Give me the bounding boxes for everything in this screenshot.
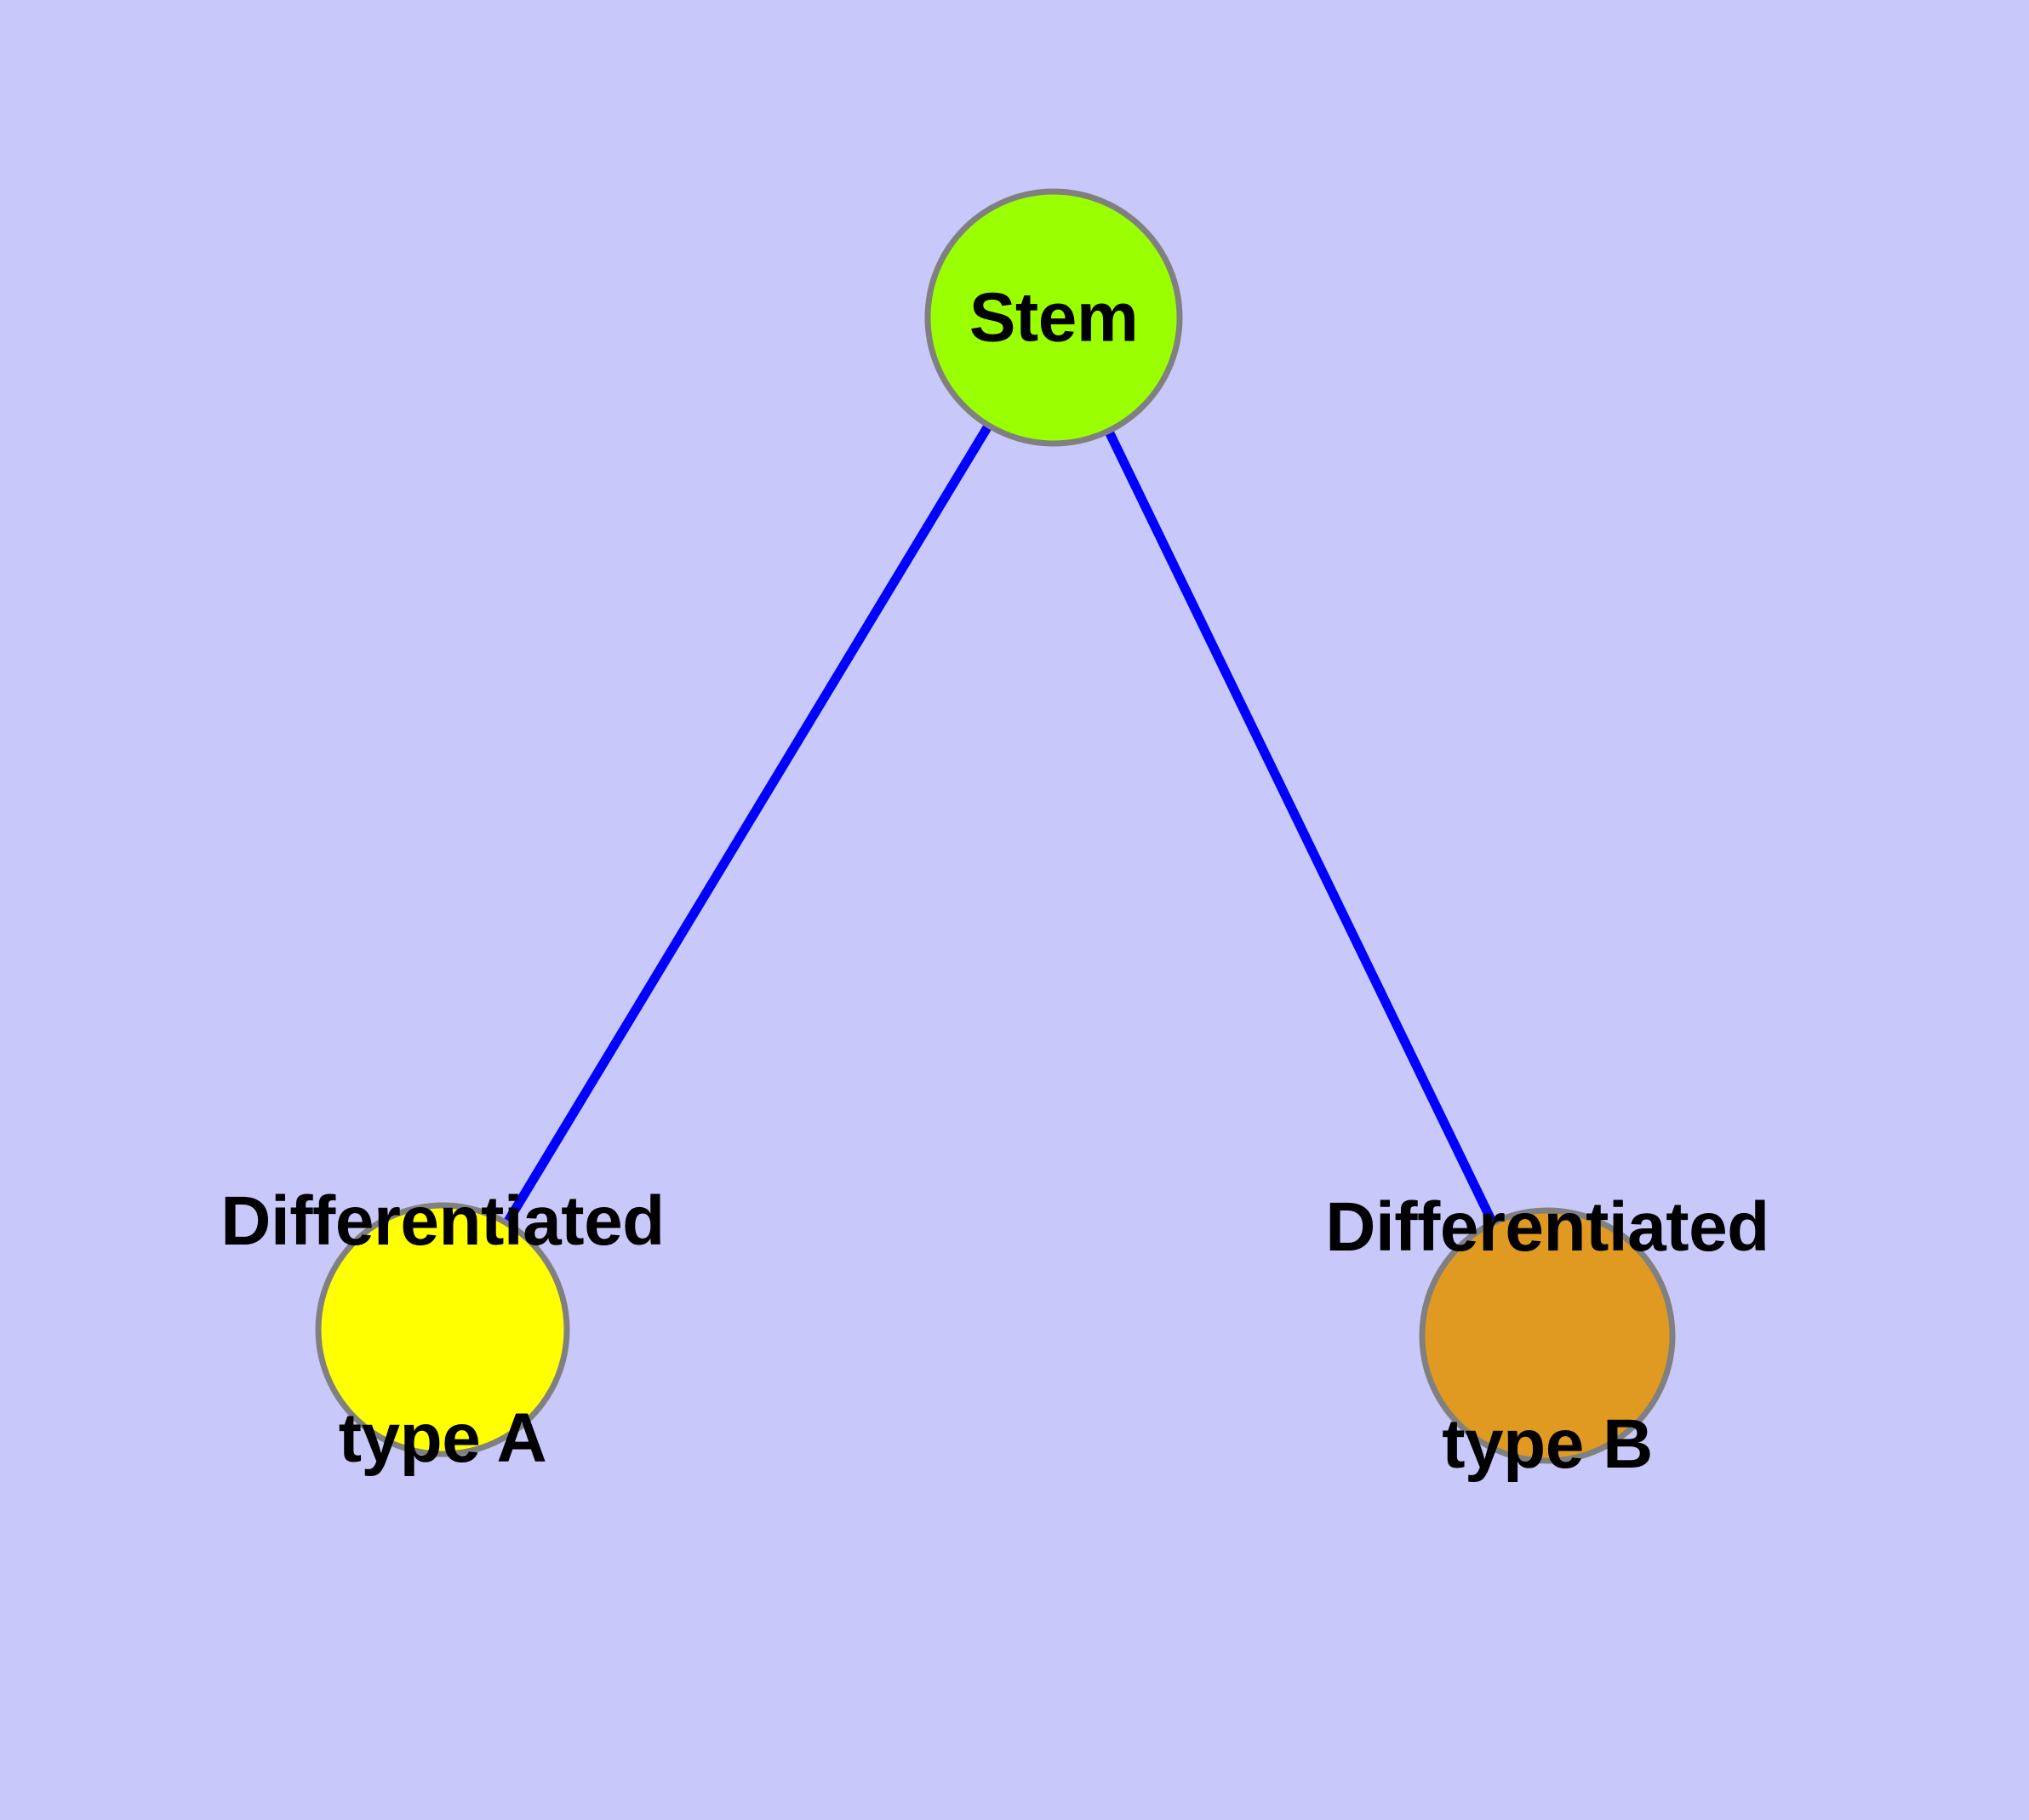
edge-stem-to-diff-a[interactable] — [438, 315, 1058, 1332]
node-layer — [315, 188, 1676, 1464]
node-diff-a[interactable] — [315, 1202, 570, 1457]
node-stem[interactable] — [924, 188, 1183, 447]
edge-layer — [438, 315, 1552, 1338]
node-diff-b[interactable] — [1419, 1207, 1676, 1464]
edge-stem-to-diff-b[interactable] — [1049, 315, 1552, 1338]
